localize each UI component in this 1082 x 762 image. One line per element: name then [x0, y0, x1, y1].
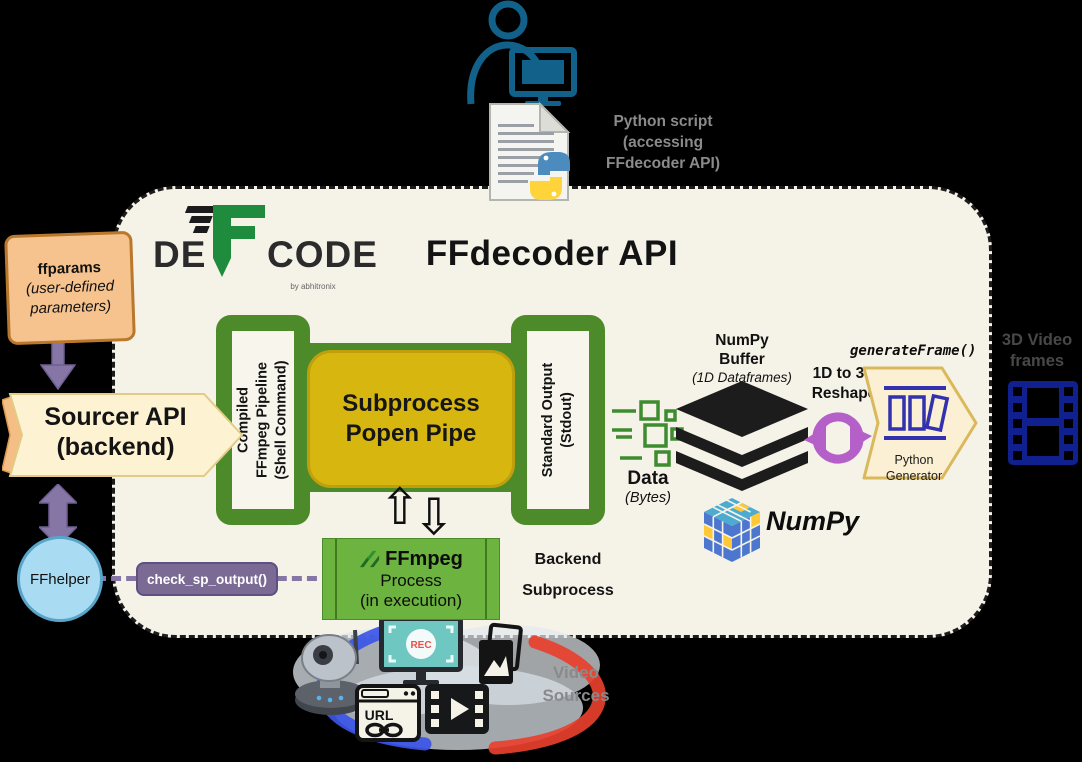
- video-clip-icon: [425, 684, 489, 734]
- ffparams-subtitle: (user-defined parameters): [25, 277, 115, 318]
- logo-de-text: DE: [153, 234, 207, 275]
- check-sp-output-label: check_sp_output(): [146, 571, 268, 587]
- compiled-pipeline-box: Compiled FFmpeg Pipeline (Shell Command): [232, 331, 294, 509]
- sourcer-api-label: Sourcer API (backend): [44, 403, 187, 461]
- popen-label: Subprocess Popen Pipe: [342, 390, 480, 447]
- deffcode-logo: DE CODE by abhitronix: [153, 198, 377, 293]
- stdout-box: Standard Output (Stdout): [527, 331, 589, 509]
- photos-icon: [479, 622, 523, 684]
- url-label: URL: [365, 707, 394, 723]
- ffparams-box: ffparams (user-defined parameters): [4, 230, 136, 346]
- ffmpeg-process-label: Process: [380, 570, 442, 590]
- backend-subprocess-label: Backend Subprocess: [522, 551, 614, 600]
- video-sources-collage: REC URL: [293, 616, 606, 755]
- python-generator-label: Python Generator: [885, 453, 943, 484]
- ffparams-title: ffparams: [37, 258, 102, 278]
- generateframe-label: generateFrame(): [850, 343, 977, 359]
- ffmpeg-state-label: (in execution): [359, 591, 463, 610]
- numpy-buffer-subtitle: (1D Dataframes): [692, 369, 792, 385]
- reshape-cycle-icon: [804, 412, 872, 464]
- 3d-video-frames-label: 3D Video frames: [1001, 331, 1073, 371]
- python-generator-chevron: [862, 366, 978, 480]
- ffmpeg-process-box: FFmpeg Process (in execution): [322, 538, 500, 620]
- ffmpeg-brand-label: FFmpeg: [385, 547, 463, 570]
- ffhelper-label: FFhelper: [29, 570, 91, 588]
- ffmpeg-logo-icon: [360, 550, 380, 567]
- logo-code-text: CODE: [267, 234, 378, 275]
- double-arrow-icon: [39, 484, 77, 546]
- python-logo-icon: [530, 152, 570, 200]
- rec-label: REC: [410, 640, 431, 651]
- film-strip-icon: [1008, 381, 1078, 465]
- numpy-cube-icon: [703, 497, 761, 562]
- ffhelper-circle: FFhelper: [17, 536, 103, 622]
- person-computer-icon: [467, 0, 577, 106]
- logo-byline: by abhitronix: [290, 282, 336, 291]
- video-sources-label: Video Sources: [542, 663, 610, 705]
- check-sp-output-badge: check_sp_output(): [136, 562, 278, 596]
- pipe-up-arrow-icon: ⇧: [379, 478, 421, 536]
- numpy-brand-label: NumPy: [766, 506, 860, 536]
- red-swirl-icon: [488, 635, 606, 755]
- url-window-icon: URL: [355, 684, 421, 742]
- deffcode-logo-mark-icon: [184, 205, 265, 277]
- numpy-buffer-stack-icon: [676, 381, 808, 491]
- ffmpeg-box-edge-left: [335, 539, 337, 619]
- ip-camera-icon: [295, 629, 367, 715]
- python-script-icon: [489, 102, 571, 201]
- pipe-down-arrow-icon: ⇩: [413, 488, 455, 546]
- ffmpeg-box-edge-right: [485, 539, 487, 619]
- down-arrow-icon: [40, 340, 76, 390]
- sourcer-api-banner: [2, 393, 244, 477]
- screen-recorder-icon: REC: [379, 616, 463, 685]
- data-label: Data: [627, 468, 669, 489]
- numpy-buffer-title: NumPy Buffer: [715, 332, 769, 369]
- stdout-label: Standard Output (Stdout): [540, 362, 575, 478]
- ffdecoder-api-title: FFdecoder API: [425, 234, 679, 273]
- python-script-caption: Python script (accessing FFdecoder API): [606, 113, 720, 172]
- subprocess-popen-pipe-box: Subprocess Popen Pipe: [307, 350, 515, 488]
- data-bytes-label: (Bytes): [625, 490, 671, 506]
